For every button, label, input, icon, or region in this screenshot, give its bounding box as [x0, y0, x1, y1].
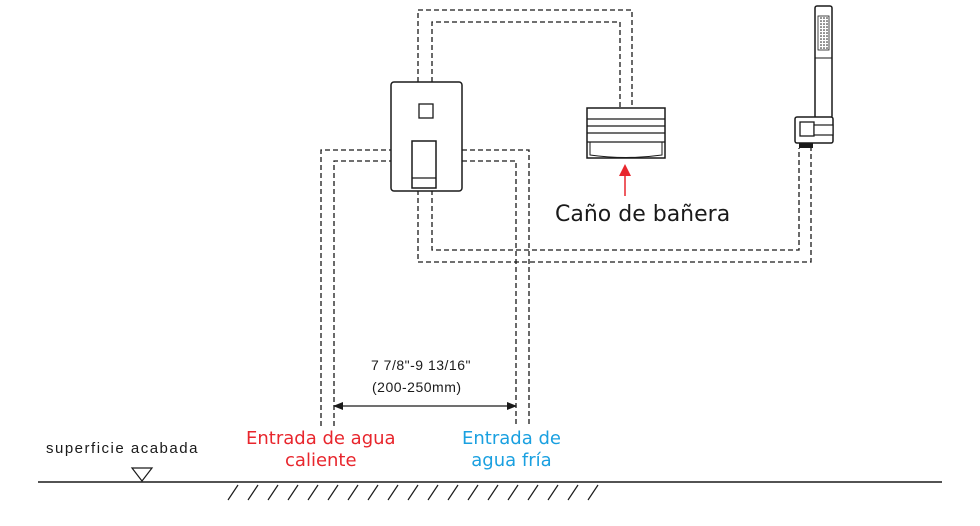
- tub-spout: [586, 107, 666, 159]
- mixer-valve: [390, 81, 463, 192]
- hatch-line: [487, 484, 499, 501]
- spray-holes: [820, 17, 828, 49]
- spray-hole: [826, 20, 828, 22]
- finished-surface-marker-icon: [130, 467, 154, 482]
- cold-inlet-line-2: agua fría: [471, 449, 552, 471]
- cold-water-inlet-label: Entrada de agua fría: [462, 428, 561, 471]
- spray-hole: [826, 35, 828, 37]
- spray-hole: [823, 44, 825, 46]
- spray-hole: [823, 32, 825, 34]
- spray-hole: [823, 23, 825, 25]
- spray-hole: [823, 20, 825, 22]
- hatch-line: [307, 484, 319, 501]
- hatch-line: [367, 484, 379, 501]
- spray-hole: [826, 38, 828, 40]
- wall-bracket-outlet: [794, 116, 834, 148]
- hatch-line: [567, 484, 579, 501]
- spray-hole: [820, 23, 822, 25]
- hatch-line: [507, 484, 519, 501]
- floor: [38, 467, 942, 501]
- spray-hole: [820, 44, 822, 46]
- hand-shower: [814, 5, 833, 119]
- hatch-line: [427, 484, 439, 501]
- spray-hole: [820, 38, 822, 40]
- spray-hole: [823, 38, 825, 40]
- valve-indicator: [418, 103, 434, 119]
- spray-hole: [826, 17, 828, 19]
- spray-hole: [820, 32, 822, 34]
- hatch-line: [547, 484, 559, 501]
- hatch-line: [287, 484, 299, 501]
- spray-hole: [826, 41, 828, 43]
- spray-hole: [820, 41, 822, 43]
- spray-hole: [820, 17, 822, 19]
- spray-hole: [826, 47, 828, 49]
- spray-hole: [820, 35, 822, 37]
- hatch-line: [407, 484, 419, 501]
- spray-hole: [823, 29, 825, 31]
- hot-inlet-line-2: caliente: [285, 449, 357, 471]
- hatch-line: [247, 484, 259, 501]
- spout-supply-pipe: [417, 9, 633, 108]
- hatch-line: [267, 484, 279, 501]
- hot-inlet-line-1: Entrada de agua: [246, 428, 396, 449]
- spray-hole: [826, 26, 828, 28]
- spout-pointer-arrow-icon: [619, 164, 631, 196]
- tub-spout-label: Caño de bañera: [555, 202, 731, 227]
- hatch-line: [227, 484, 239, 501]
- spray-hole: [823, 17, 825, 19]
- spray-hole: [826, 32, 828, 34]
- spray-hole: [823, 35, 825, 37]
- valve-trim-plate: [390, 81, 463, 192]
- floor-hatching: [227, 484, 599, 501]
- hatch-line: [347, 484, 359, 501]
- valve-handle: [411, 140, 437, 189]
- cold-inlet-line-1: Entrada de: [462, 428, 561, 449]
- spray-hole: [820, 47, 822, 49]
- hatch-line: [527, 484, 539, 501]
- spray-hole: [823, 26, 825, 28]
- hot-water-pipe: [320, 149, 391, 426]
- hot-water-inlet-label: Entrada de agua caliente: [246, 428, 396, 471]
- spray-hole: [823, 47, 825, 49]
- hand-shower-head: [814, 5, 833, 119]
- spray-hole: [820, 29, 822, 31]
- hatch-line: [327, 484, 339, 501]
- hatch-line: [387, 484, 399, 501]
- spray-hole: [826, 29, 828, 31]
- finished-surface-label: superficie acabada: [46, 440, 199, 457]
- handshower-supply-pipe: [417, 148, 812, 263]
- spray-hole: [820, 26, 822, 28]
- spray-hole: [826, 44, 828, 46]
- hatch-line: [467, 484, 479, 501]
- hatch-line: [587, 484, 599, 501]
- hatch-line: [447, 484, 459, 501]
- spray-hole: [820, 20, 822, 22]
- dimension-metric-label: (200-250mm): [372, 379, 462, 395]
- cold-water-pipe: [462, 149, 530, 426]
- spray-hole: [826, 23, 828, 25]
- spray-hole: [823, 41, 825, 43]
- dimension-imperial-label: 7 7/8"-9 13/16": [371, 357, 471, 373]
